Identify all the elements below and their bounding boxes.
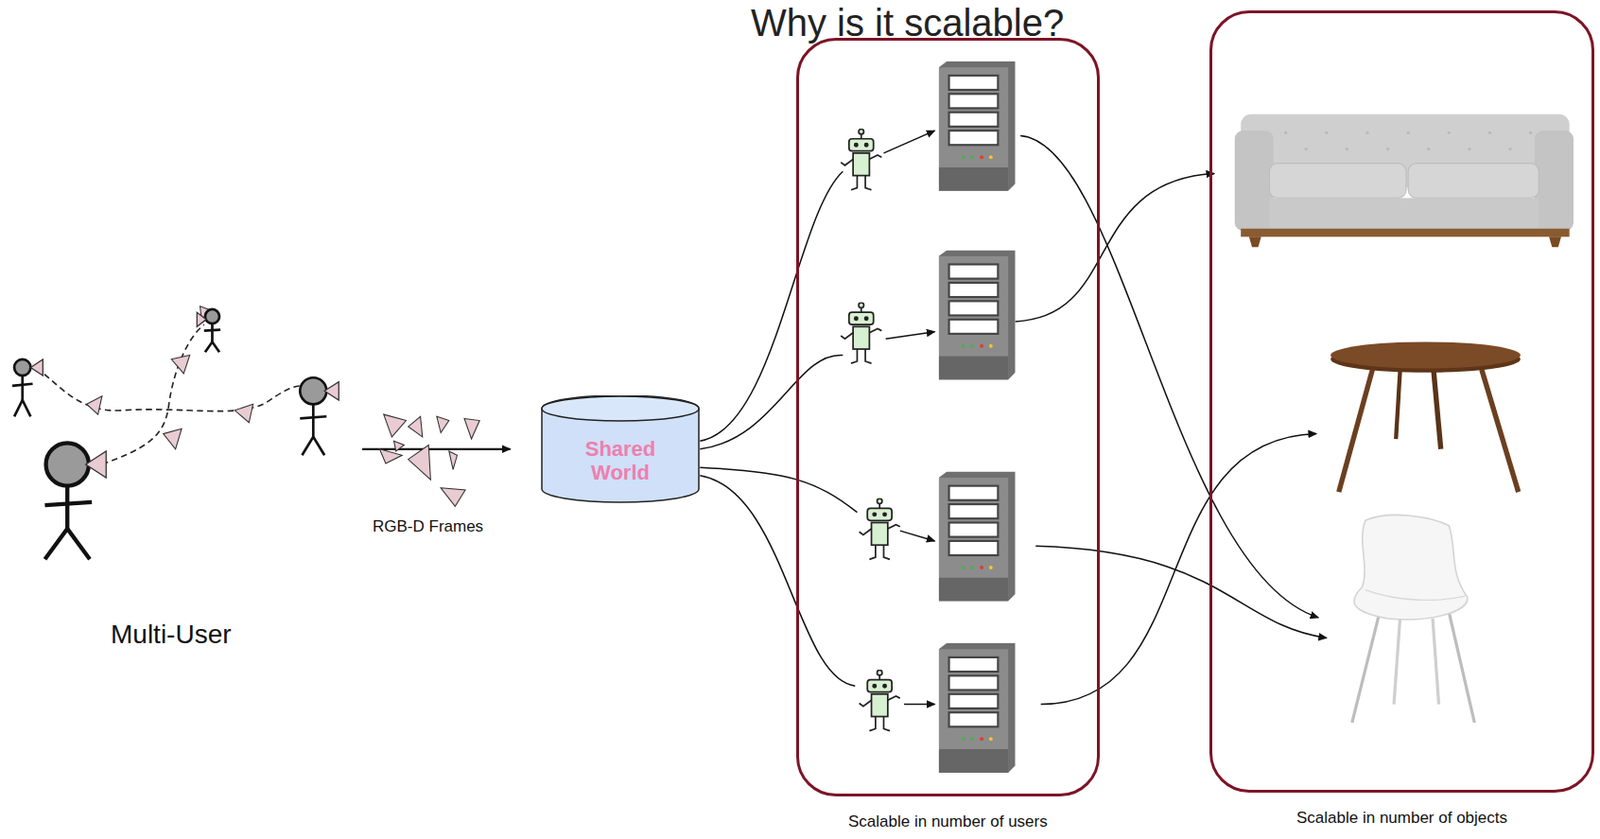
group-box: Scalable in number of objects <box>1209 10 1595 793</box>
group-caption: Scalable in number of objects <box>1296 808 1508 828</box>
group-caption: Scalable in number of users <box>848 812 1048 832</box>
database-cylinder: Shared World <box>540 395 700 504</box>
group-box: Scalable in number of users <box>796 37 1100 797</box>
label: Multi-User <box>110 619 232 650</box>
node-label: Shared World <box>581 436 660 486</box>
label: RGB-D Frames <box>372 517 484 537</box>
cylinder-label-area: Shared World <box>540 421 700 500</box>
